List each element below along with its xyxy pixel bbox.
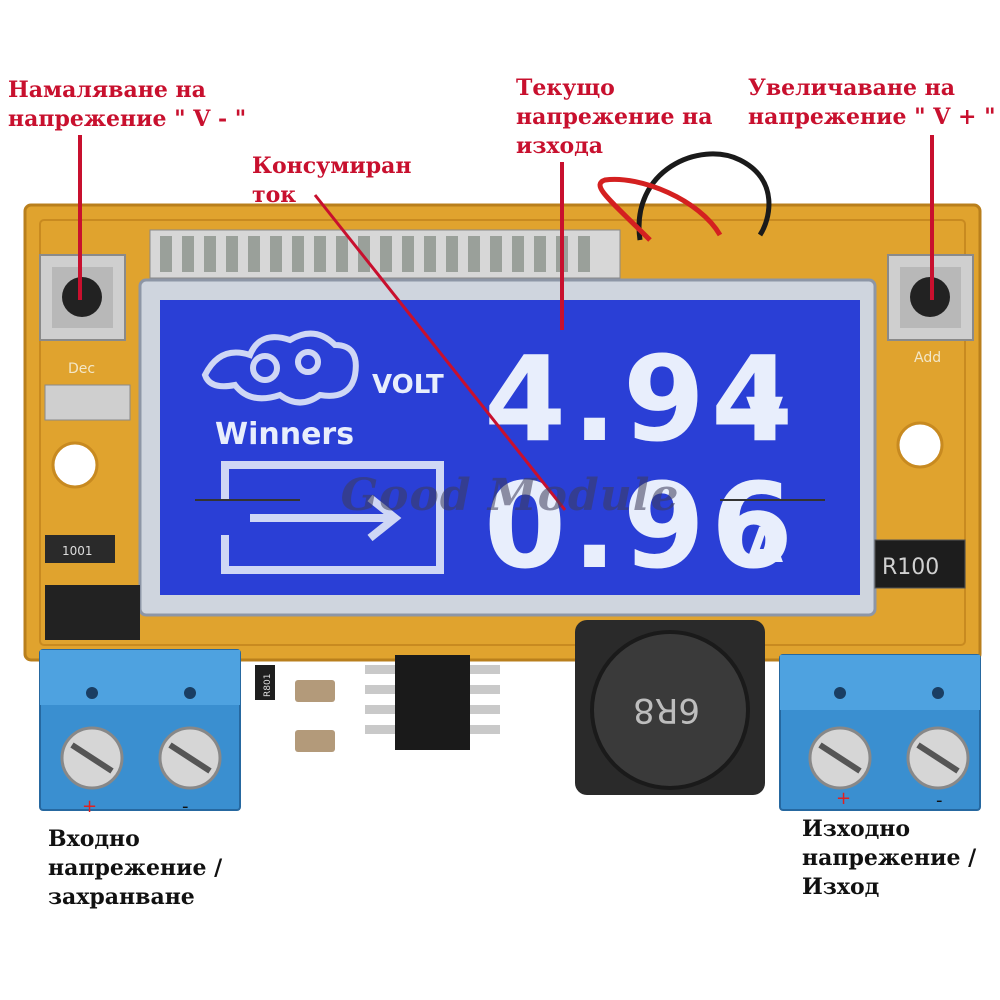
dec-button-label: Dec [68,361,95,377]
lcd-brand: Winners [215,417,354,452]
lcd-voltage-value: 4.94 [484,330,799,468]
input-plus-mark: + [82,796,97,817]
input-terminal [39,649,241,811]
smd-r801 [255,665,275,700]
mounting-hole-left [51,441,99,489]
lcd-current-value: 0.96 [484,457,799,595]
inductor-label: 6R8 [633,690,700,730]
add-button-label: Add [914,350,941,366]
resistor-1001-label: 1001 [62,544,93,558]
label-dec-voltage: Намаляване на напрежение " V - " [8,77,247,132]
label-output: Изходно напрежение / Изход [802,816,977,900]
dec-button[interactable] [39,254,126,341]
label-output-voltage: Текущо напрежение на изхода [516,75,713,159]
output-arrow-icon [221,461,444,574]
shunt-resistor-label: R100 [882,555,939,580]
red-wire [597,176,723,242]
label-inc-voltage: Увеличаване на напрежение " V + " [748,75,996,130]
label-input: Входно напрежение / захранване [48,826,223,910]
lcd-voltage-unit: V [746,388,783,444]
shunt-resistor [874,539,966,589]
smd-resistor-1001 [45,535,115,563]
black-wire [636,151,772,241]
cloud-logo-icon [201,330,359,406]
r801-label: R801 [263,674,273,697]
schottky-diode [45,585,140,640]
regulator-ic [395,655,470,750]
lcd-current-unit: A [746,518,783,574]
input-minus-mark: - [182,796,189,817]
output-plus-mark: + [836,788,851,809]
lcd-mode: VOLT [372,370,444,400]
callout-current [313,194,567,511]
output-minus-mark: - [936,790,943,811]
lcd-screen [160,300,860,595]
watermark: Good Module [340,470,680,521]
label-consumed-current: Консумиран ток [252,153,412,208]
output-terminal [779,654,981,811]
mounting-hole-right [896,421,944,469]
